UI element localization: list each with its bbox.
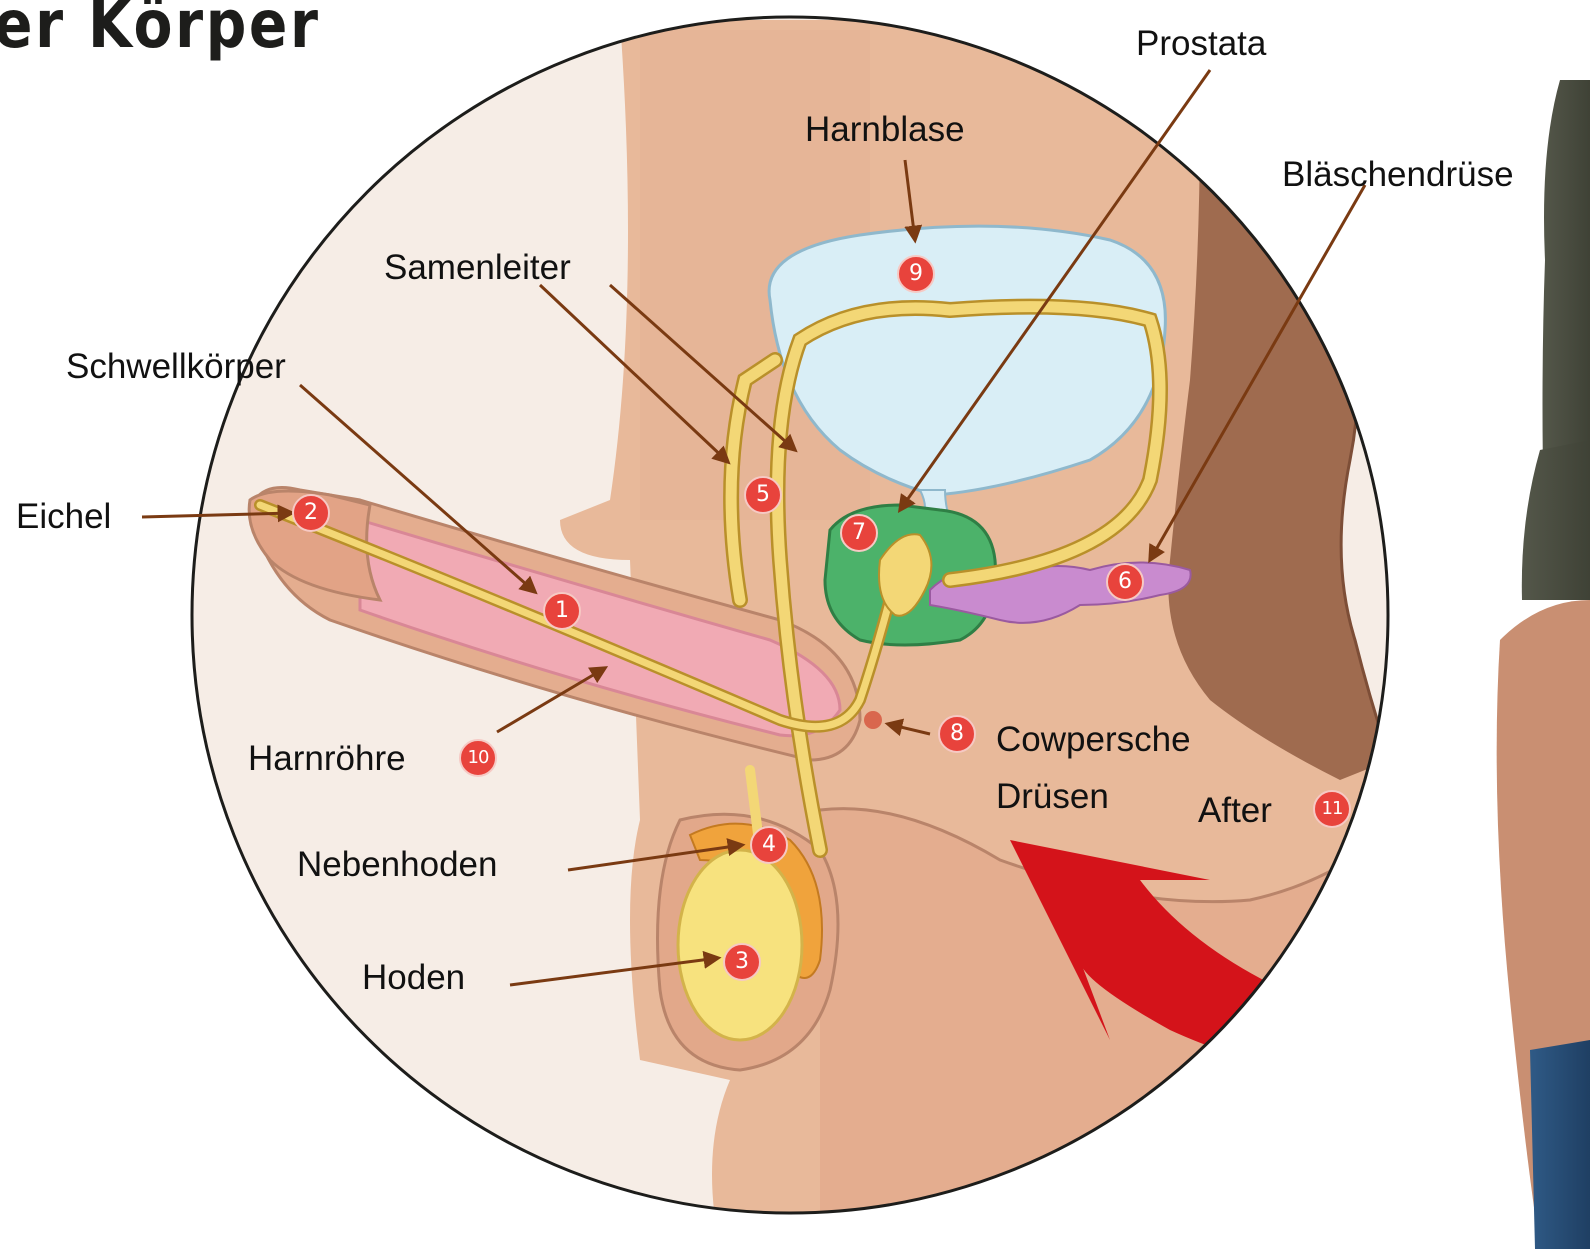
- label-harnroehre: Harnröhre: [248, 739, 406, 779]
- label-eichel: Eichel: [16, 497, 111, 537]
- marker-4: 4: [750, 826, 788, 864]
- marker-7: 7: [840, 514, 878, 552]
- marker-2: 2: [292, 494, 330, 532]
- label-samenleiter: Samenleiter: [384, 248, 571, 288]
- label-harnblase: Harnblase: [805, 110, 965, 150]
- marker-10: 10: [459, 739, 497, 777]
- person-figure: [1497, 80, 1590, 1249]
- marker-1: 1: [543, 592, 581, 630]
- label-nebenhoden: Nebenhoden: [297, 845, 497, 885]
- marker-11: 11: [1313, 790, 1351, 828]
- label-prostata: Prostata: [1136, 24, 1266, 64]
- label-cowpersche-line1: Cowpersche: [996, 720, 1191, 760]
- label-after: After: [1198, 791, 1272, 831]
- marker-3: 3: [723, 943, 761, 981]
- label-schwellkoerper: Schwellkörper: [66, 347, 286, 387]
- label-blaeschendruese: Bläschendrüse: [1282, 155, 1514, 195]
- marker-9: 9: [897, 255, 935, 293]
- page-title: er Körper: [0, 0, 321, 63]
- label-cowpersche-line2: Drüsen: [996, 777, 1109, 817]
- marker-6: 6: [1106, 563, 1144, 601]
- label-hoden: Hoden: [362, 958, 465, 998]
- marker-8: 8: [938, 715, 976, 753]
- marker-5: 5: [744, 476, 782, 514]
